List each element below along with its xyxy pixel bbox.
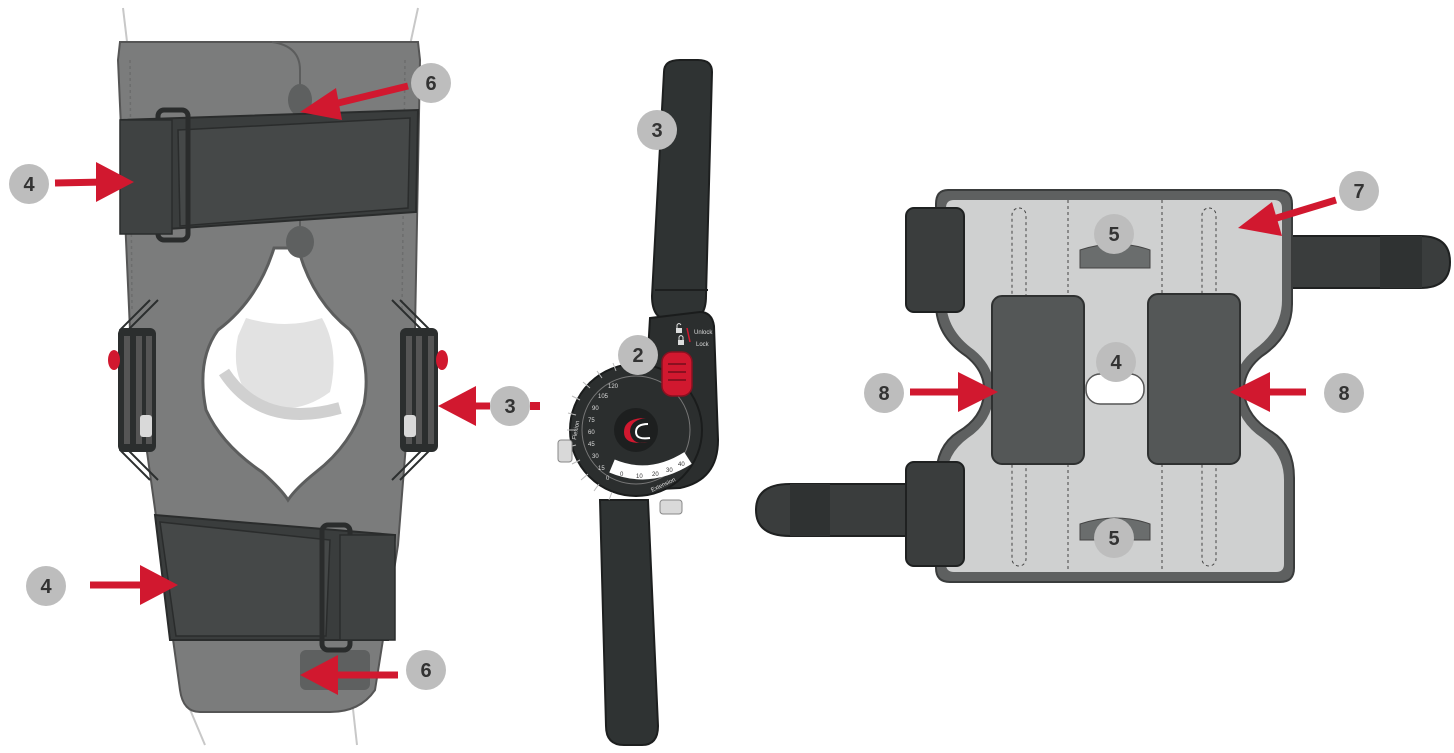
arrow-left-strap-bottom-4 (90, 565, 178, 605)
dial-ring (581, 375, 691, 485)
extension-tick-label: 20 (652, 472, 659, 478)
condyle-pad-left (991, 295, 1085, 465)
callout-number: 8 (1338, 383, 1349, 405)
arrow-left-bottom-6 (300, 655, 398, 695)
scale-tick-label: 15 (598, 466, 605, 472)
arrow-right-left-8 (910, 372, 998, 412)
callout-badge: 6 (406, 650, 446, 690)
scale-tick-label: 90 (592, 406, 599, 412)
callout-badge: 8 (1324, 373, 1364, 413)
callout-number: 3 (504, 396, 515, 418)
lock-direction-arrow (686, 327, 691, 343)
callout-number: 5 (1108, 224, 1119, 246)
callout-number: 4 (1110, 352, 1122, 374)
callout-number: 7 (1353, 181, 1364, 203)
callout-badge: 4 (1096, 342, 1136, 382)
leg-outline (409, 7, 419, 46)
callout-badge: 3 (637, 110, 677, 150)
extension-arc (609, 451, 692, 480)
flexion-label: Flexion (572, 420, 581, 440)
callout-badge: 6 (411, 63, 451, 103)
lock-label: Lock (696, 342, 710, 348)
top-strap-flap (177, 117, 411, 227)
callout-badge: 5 (1094, 214, 1134, 254)
scale-tick-label: 0 (606, 476, 610, 482)
callout-number: 6 (425, 73, 436, 95)
callout-number: 6 (420, 660, 431, 682)
logo-icon (624, 418, 648, 443)
callout-badge: 8 (864, 373, 904, 413)
unlock-icon (676, 323, 682, 333)
strap-tip (790, 484, 830, 536)
hinge-detail-view: 120 105 90 75 60 45 30 15 0 0 10 20 30 4… (557, 59, 720, 746)
callout-number: 5 (1108, 528, 1119, 550)
lower-hinge-bar (598, 499, 660, 746)
extension-tick-label: 0 (620, 472, 624, 478)
strap-end (119, 119, 173, 235)
stop-button-bottom[interactable] (659, 499, 683, 515)
callout-badge: 3 (490, 386, 530, 426)
callout-number: 3 (651, 120, 662, 142)
callout-number: 4 (40, 576, 52, 598)
brace-inner-view: 7 5 4 8 8 5 (754, 171, 1452, 583)
condyle-pad (286, 226, 314, 258)
arrow-right-pad-7 (1238, 196, 1338, 236)
stop-button-left[interactable] (557, 439, 573, 463)
logo-swoosh (634, 423, 651, 440)
lock-icon (678, 335, 684, 345)
callout-number: 4 (23, 174, 35, 196)
right-hinge (391, 299, 448, 481)
unlock-label: Unlock (694, 330, 713, 336)
extension-tick-label: 30 (666, 468, 673, 474)
flap-seam (271, 41, 301, 238)
callout-number: 8 (878, 383, 889, 405)
strap-end (339, 534, 396, 641)
callout-number: 2 (632, 345, 643, 367)
scale-tick-label: 75 (588, 418, 595, 424)
brace-front-view: 6 4 3 4 6 (9, 7, 540, 746)
arrow-left-hinge-3 (438, 386, 540, 426)
arrow-left-strap-top-4 (54, 162, 134, 202)
lock-slider[interactable] (661, 351, 693, 397)
extension-tick-label: 10 (636, 474, 643, 480)
scale-tick-label: 45 (588, 442, 595, 448)
upper-hinge-bar (650, 59, 714, 321)
knee-shading (235, 318, 334, 409)
velcro-tab (905, 207, 965, 313)
strap-tip (1380, 236, 1422, 288)
callout-badge: 7 (1339, 171, 1379, 211)
scale-tick-label: 30 (592, 454, 599, 460)
callout-badge: 4 (26, 566, 66, 606)
arrow-right-right-8 (1230, 372, 1306, 412)
callout-badge: 2 (618, 335, 658, 375)
knee-shading (218, 368, 342, 420)
scale-tick-label: 105 (598, 394, 609, 400)
condyle-pad-right (1147, 293, 1241, 465)
arrow-left-top-6 (300, 82, 409, 120)
scale-tick-label: 60 (588, 430, 595, 436)
extension-tick-label: 40 (678, 462, 685, 468)
scale-tick-label: 120 (608, 384, 619, 390)
bottom-strap-flap (159, 521, 331, 637)
callout-badge: 5 (1094, 518, 1134, 558)
right-strap (1289, 235, 1452, 289)
velcro-tab (905, 461, 965, 567)
left-hinge (108, 299, 159, 481)
callout-badge: 4 (9, 164, 49, 204)
